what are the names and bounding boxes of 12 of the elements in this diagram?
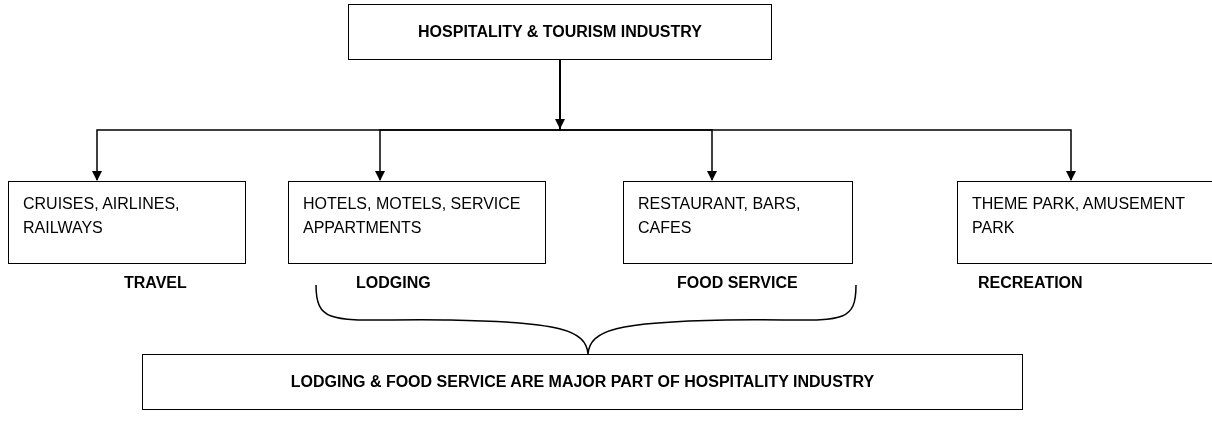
box-text: THEME PARK, AMUSEMENT PARK — [972, 194, 1186, 238]
category-label: LODGING — [356, 274, 431, 292]
category-label: RECREATION — [978, 274, 1083, 292]
box-text: LODGING & FOOD SERVICE ARE MAJOR PART OF HOSPITALITY INDUSTRY — [290, 372, 875, 392]
category-label: FOOD SERVICE — [677, 274, 798, 292]
category-box — [348, 4, 772, 60]
box-text: RESTAURANT, BARS, CAFES — [638, 194, 802, 238]
box-text: CRUISES, AIRLINES, RAILWAYS — [23, 194, 181, 238]
box-text: HOTELS, MOTELS, SERVICE APPARTMENTS — [303, 194, 522, 238]
category-box — [142, 354, 1023, 410]
category-label: TRAVEL — [124, 274, 187, 292]
box-text: HOSPITALITY & TOURISM INDUSTRY — [418, 22, 702, 42]
